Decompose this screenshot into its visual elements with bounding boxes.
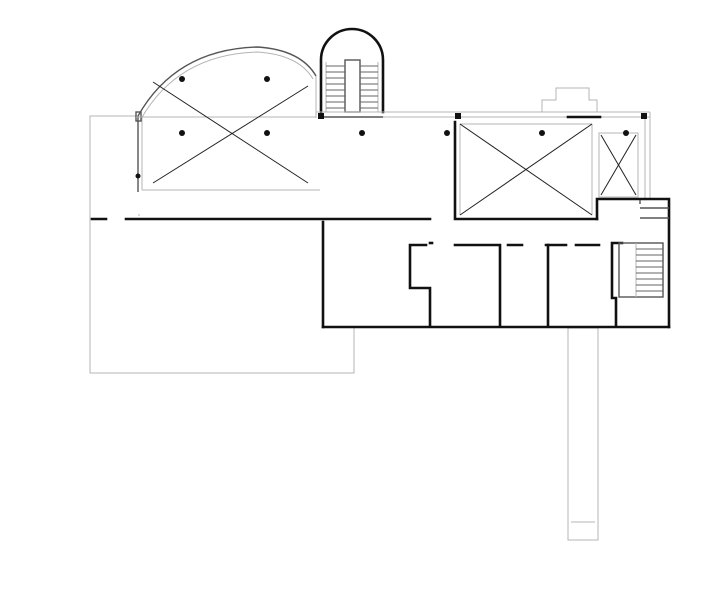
upper-slab [316, 111, 651, 200]
column [179, 76, 185, 82]
column [318, 113, 324, 119]
terrace-outline [89, 115, 355, 374]
void-cross-line [152, 81, 309, 184]
light-shaft [598, 132, 639, 198]
stair-tower [319, 27, 385, 118]
column [641, 113, 647, 119]
straight-stair [618, 242, 664, 298]
shaft-cross-line [600, 134, 637, 196]
column [444, 130, 450, 136]
column [264, 130, 270, 136]
stair-steps [326, 65, 378, 109]
chimney [541, 87, 598, 112]
column [623, 130, 629, 136]
void-cross-line [152, 85, 309, 184]
column [264, 76, 270, 82]
column [539, 130, 545, 136]
bedroom-wing [321, 197, 671, 329]
void-cross-line [459, 123, 593, 216]
double-height-void [453, 120, 599, 221]
stair-steps [636, 248, 663, 292]
column [455, 113, 461, 119]
main-wall [90, 214, 432, 221]
curved-pavilion [135, 46, 320, 192]
column [135, 173, 141, 179]
service-path [567, 327, 599, 541]
structural-columns [135, 76, 647, 179]
column [359, 130, 365, 136]
column [179, 130, 185, 136]
